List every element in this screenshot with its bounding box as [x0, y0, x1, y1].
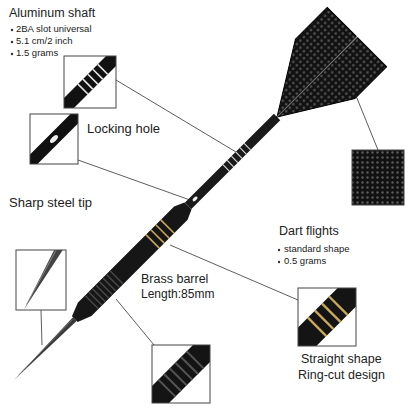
barrel-inset [137, 330, 225, 416]
dimension: Length:85mm [140, 288, 215, 302]
part-name: Dart flights [278, 224, 340, 238]
spec-note: 1.5 grams [15, 48, 59, 59]
spec-note: 5.1 cm/2 inch [15, 36, 74, 47]
spec-note: 2BA slot universal [15, 24, 93, 35]
bullet-dots [11, 29, 280, 263]
shaft-inset [53, 45, 127, 119]
spec-note: standard shape [283, 244, 351, 255]
part-name: Locking hole [86, 122, 161, 137]
flights-inset [352, 150, 404, 205]
feature-note: Ring-cut design [297, 368, 386, 382]
feature-note: Straight shape [300, 352, 383, 366]
ring-cut-inset [282, 272, 371, 361]
tip-inset [16, 243, 66, 311]
part-name: Aluminum shaft [8, 6, 96, 20]
locking-hole-inset [18, 103, 90, 175]
part-name: Sharp steel tip [8, 196, 93, 211]
part-name: Brass barrel [140, 272, 209, 286]
spec-note: 0.5 grams [283, 256, 327, 267]
